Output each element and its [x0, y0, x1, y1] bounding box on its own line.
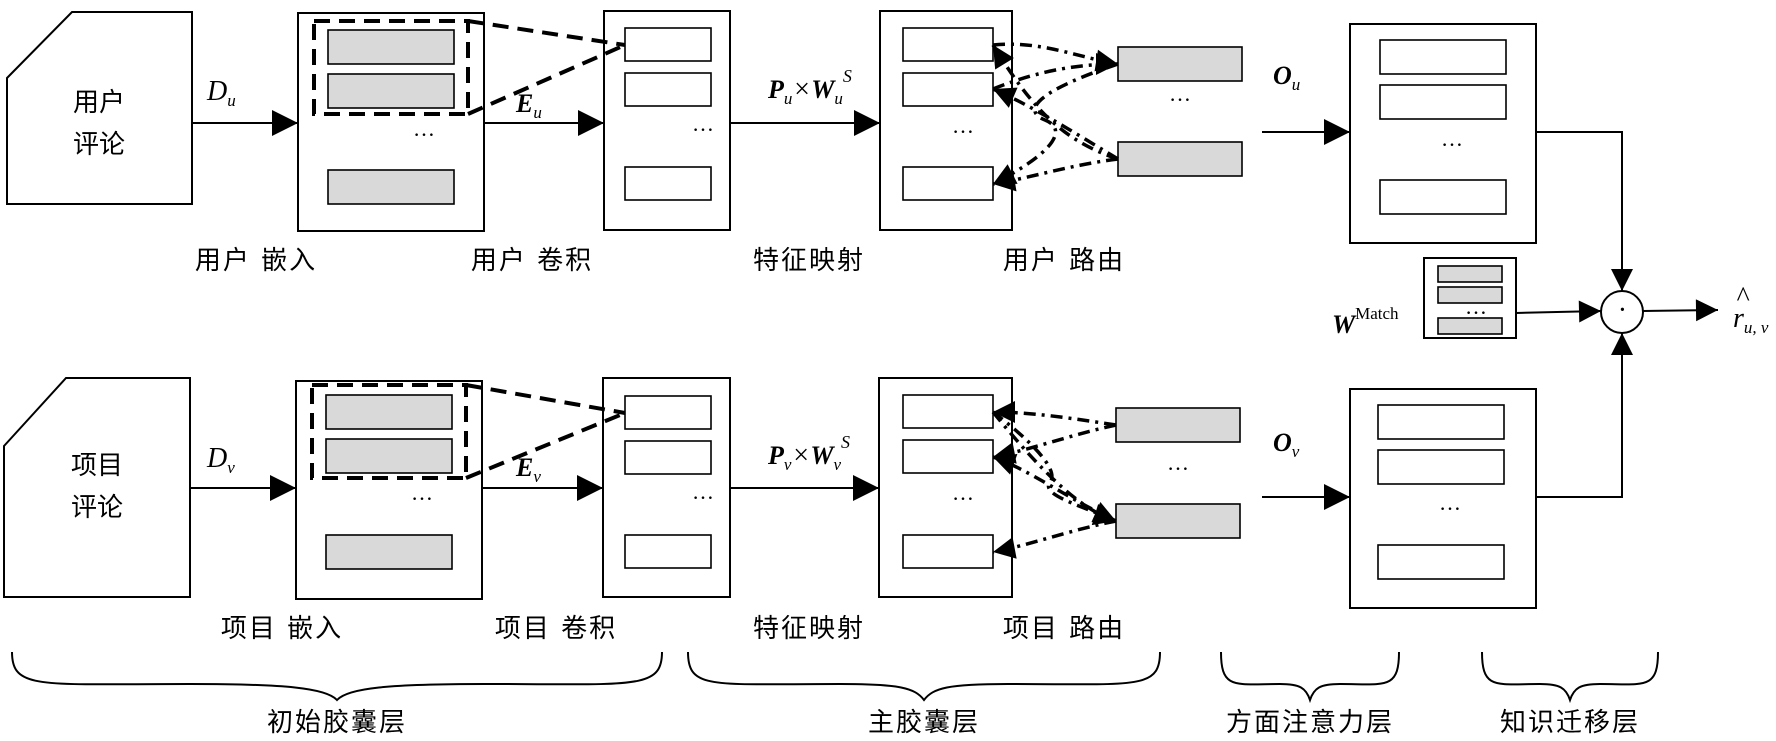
item-window-projection — [465, 383, 626, 415]
item-routing-link — [992, 519, 1117, 559]
user-window-projection — [467, 43, 626, 116]
user-routing-link — [992, 62, 1119, 186]
match-matrix-ellipsis: … — [1465, 294, 1487, 319]
user-row: 用户 评论 Du … Eu … Pu×WuS … … — [6, 10, 1537, 276]
item-row: 项目 评论 Dv … Ev … Pv×WvS … … — [3, 377, 1537, 644]
user-convolution-caption: 用户 卷积 — [471, 246, 593, 276]
knowledge-transfer-layer-label: 知识迁移层 — [1500, 708, 1640, 738]
du-label: Du — [206, 76, 236, 110]
item-routing-link — [991, 410, 1117, 523]
item-aspect-slot — [1377, 544, 1505, 580]
w-match-label: WMatch — [1332, 304, 1399, 339]
primary-capsule-layer-label: 主胶囊层 — [868, 708, 980, 738]
item-to-operator-line — [1536, 333, 1633, 498]
user-conv-slot — [624, 166, 712, 201]
user-embedding-caption: 用户 嵌入 — [195, 246, 317, 276]
match-matrix-cell — [1437, 317, 1503, 335]
user-conv-slot — [624, 72, 712, 107]
item-conv-ellipsis: … — [692, 479, 714, 504]
user-routing-capsule — [1117, 46, 1243, 82]
item-primary-slot — [902, 439, 994, 474]
user-routing-link — [992, 157, 1119, 192]
match-matrix-cell — [1437, 265, 1503, 283]
item-routing-caption: 项目 路由 — [1003, 614, 1125, 644]
item-convolution-caption: 项目 卷积 — [495, 614, 617, 644]
user-aspect-slot — [1379, 179, 1507, 215]
output-arrow — [1642, 299, 1719, 322]
user-aspect-ellipsis: … — [1441, 126, 1463, 151]
user-embedding-cell — [327, 73, 455, 109]
user-routing-capsule — [1117, 141, 1243, 177]
item-review-label-2: 评论 — [71, 493, 123, 523]
ev-label: Ev — [515, 453, 541, 486]
user-primary-slot — [902, 72, 994, 107]
user-review-document — [6, 11, 193, 205]
item-routing-ellipsis: … — [1167, 450, 1189, 475]
user-aspect-slot — [1379, 39, 1507, 75]
predicted-rating-label: ru, v — [1733, 303, 1769, 337]
item-routing-link — [992, 401, 1117, 427]
item-primary-ellipsis: … — [952, 480, 974, 505]
aspect-attention-brace — [1220, 651, 1400, 704]
user-window-projection — [467, 19, 626, 47]
user-primary-slot — [902, 166, 994, 201]
item-embedding-cell — [325, 394, 453, 430]
item-conv-slot — [624, 395, 712, 430]
item-aspect-slot — [1377, 449, 1505, 485]
item-embedding-caption: 项目 嵌入 — [221, 614, 343, 644]
user-feature-mapping-caption: 特征映射 — [753, 246, 865, 276]
rating-hat: ^ — [1736, 282, 1750, 313]
dv-label: Dv — [206, 443, 235, 477]
eu-label: Eu — [515, 89, 542, 122]
layer-braces: 初始胶囊层 主胶囊层 方面注意力层 知识迁移层 — [11, 651, 1659, 738]
user-embedding-ellipsis: … — [413, 116, 435, 141]
user-review-label-2: 评论 — [73, 130, 125, 160]
item-aspect-ellipsis: … — [1439, 490, 1461, 515]
user-primary-slot — [902, 27, 994, 62]
item-routing-capsule — [1115, 503, 1241, 539]
user-embedding-cell — [327, 169, 455, 205]
item-routing-capsule — [1115, 407, 1241, 443]
user-to-operator-line — [1536, 131, 1633, 291]
user-conv-slot — [624, 27, 712, 62]
item-feature-mapping-caption: 特征映射 — [753, 614, 865, 644]
user-review-label-1: 用户 — [73, 88, 125, 118]
ou-label: Ou — [1273, 61, 1300, 94]
match-matrix-cell — [1437, 286, 1503, 304]
item-primary-slot — [902, 534, 994, 569]
item-primary-slot — [902, 394, 994, 429]
user-routing-caption: 用户 路由 — [1003, 246, 1125, 276]
item-review-document — [3, 377, 191, 598]
item-embedding-cell — [325, 534, 453, 570]
user-embedding-cell — [327, 29, 455, 65]
user-routing-ellipsis: … — [1169, 81, 1191, 106]
item-feature-mapping-label: Pv×WvS — [767, 432, 850, 474]
dot-product-symbol: · — [1619, 295, 1626, 326]
item-review-label-1: 项目 — [71, 451, 123, 481]
user-aspect-slot — [1379, 84, 1507, 120]
user-feature-mapping-label: Pu×WuS — [767, 66, 852, 108]
initial-capsule-brace — [11, 651, 663, 702]
user-conv-ellipsis: … — [692, 111, 714, 136]
ov-label: Ov — [1273, 428, 1300, 461]
initial-capsule-layer-label: 初始胶囊层 — [267, 708, 407, 738]
user-routing-link — [992, 53, 1119, 91]
item-conv-slot — [624, 440, 712, 475]
aspect-attention-layer-label: 方面注意力层 — [1226, 708, 1394, 738]
user-primary-ellipsis: … — [952, 113, 974, 138]
user-conv-window — [312, 19, 470, 116]
knowledge-transfer: … WMatch · ^ ru, v — [1332, 131, 1769, 498]
item-embedding-cell — [325, 438, 453, 474]
item-conv-slot — [624, 534, 712, 569]
match-to-operator-line — [1515, 300, 1602, 323]
item-aspect-slot — [1377, 404, 1505, 440]
knowledge-transfer-brace — [1481, 651, 1659, 704]
item-conv-window — [310, 383, 468, 480]
item-routing-link — [992, 453, 1117, 523]
item-window-projection — [465, 411, 626, 480]
primary-capsule-brace — [687, 651, 1161, 702]
item-embedding-ellipsis: … — [411, 480, 433, 505]
